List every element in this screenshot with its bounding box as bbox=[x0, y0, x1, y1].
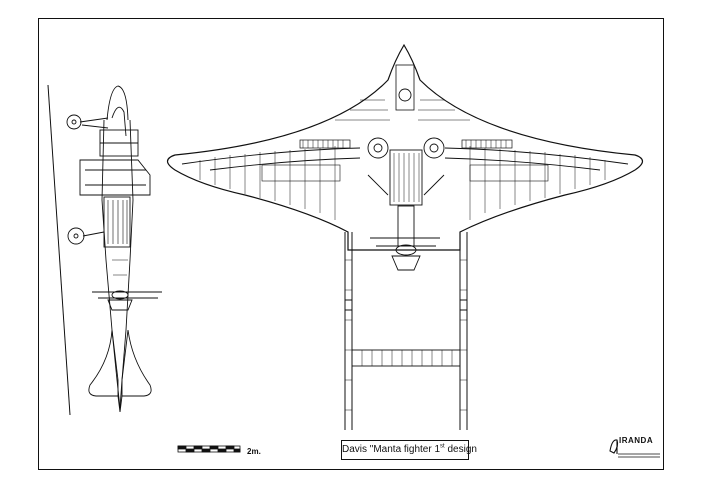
drawing-frame bbox=[38, 18, 664, 470]
scale-label: 2m. bbox=[247, 447, 261, 456]
maker-logo bbox=[609, 439, 660, 458]
maker-name: IRANDA bbox=[619, 436, 654, 445]
maker-mark: IRANDA bbox=[607, 436, 654, 462]
title-superscript: st bbox=[440, 443, 445, 450]
title-tail: design bbox=[444, 444, 477, 455]
title-main: Davis "Manta fighter 1 bbox=[342, 444, 441, 455]
scale-bar bbox=[177, 445, 241, 453]
side-view bbox=[47, 84, 162, 416]
drawing-title: Davis "Manta fighter 1st design bbox=[341, 440, 477, 460]
top-view bbox=[166, 43, 644, 430]
